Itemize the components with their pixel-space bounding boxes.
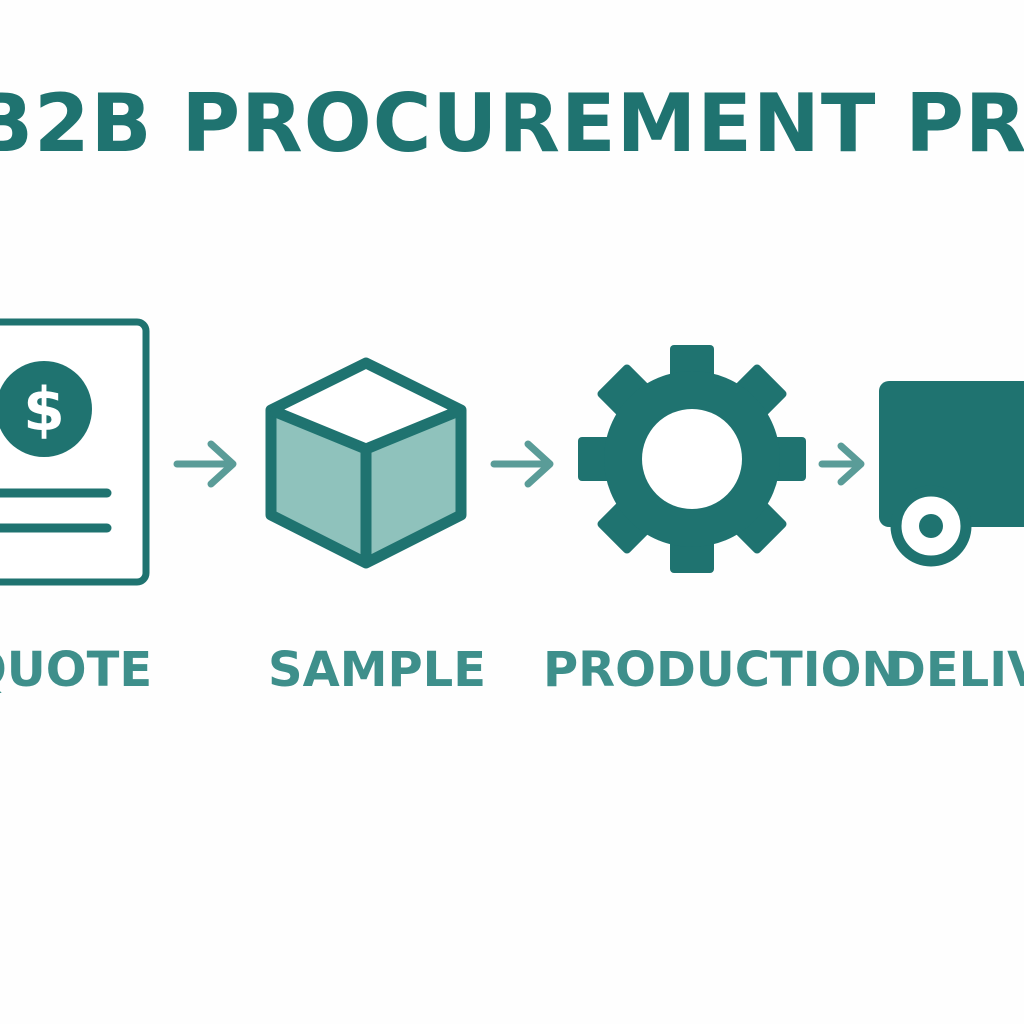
dollar-coin-icon [0, 361, 92, 457]
gear-icon [578, 345, 806, 573]
diagram-title: B2B PROCUREMENT PROCESS [0, 77, 1024, 170]
arrow-right-icon [490, 440, 554, 488]
step-label-production: PRODUCTION [543, 642, 902, 698]
arrow-right-icon [173, 440, 237, 488]
step-label-quote: QUOTE [0, 642, 153, 698]
quote-document-dollar-icon: $ [0, 318, 150, 586]
arrow-right-icon [818, 442, 865, 486]
step-label-delivery: DELIVERY [886, 642, 1024, 698]
delivery-truck-icon [879, 381, 1024, 567]
step-label-sample: SAMPLE [268, 642, 487, 698]
box-cube-icon [265, 357, 467, 569]
dollar-sign: $ [23, 375, 65, 445]
